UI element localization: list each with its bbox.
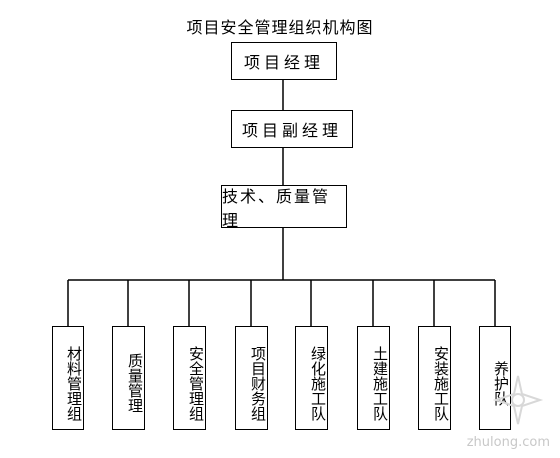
department-box: 材料管理组 (52, 326, 84, 430)
node-deputy-manager: 项目副经理 (231, 110, 353, 148)
department-box: 绿化施工队 (295, 326, 328, 430)
watermark-logo-icon (492, 375, 544, 425)
department-box: 安全管理组 (173, 326, 206, 430)
node-project-manager: 项目经理 (231, 42, 337, 80)
department-box: 项目财务组 (235, 326, 268, 430)
watermark-text: zhulong.com (466, 435, 550, 450)
department-box: 质量管理 (112, 326, 145, 430)
node-tech-quality: 技术、质量管理 (221, 185, 347, 230)
department-box: 土建施工队 (357, 326, 390, 430)
department-box: 养护队 (479, 326, 511, 430)
department-box: 安装施工队 (418, 326, 451, 430)
diagram-title: 项目安全管理组织机构图 (186, 18, 374, 37)
